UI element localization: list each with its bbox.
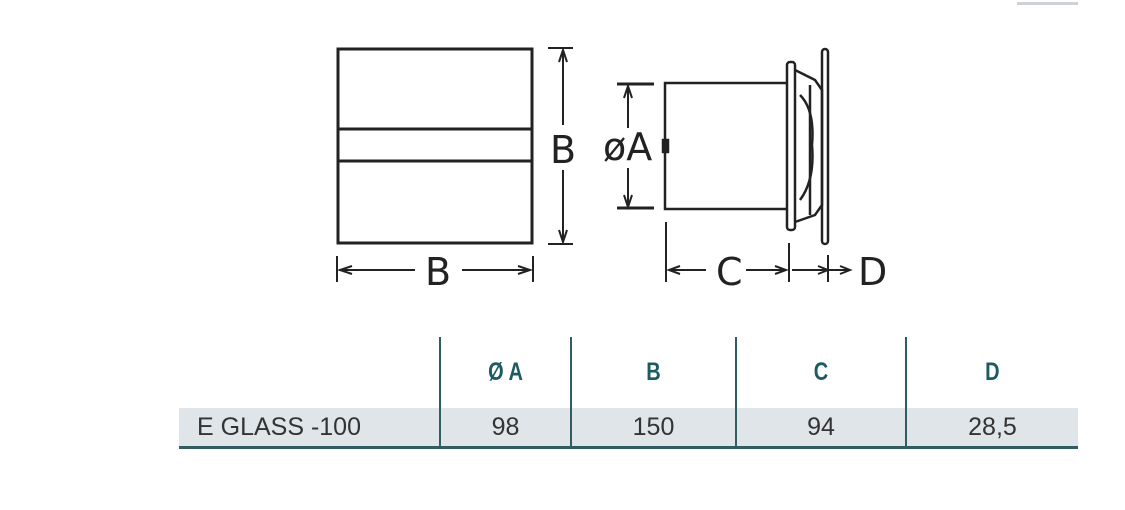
height-label: B (550, 128, 576, 172)
flange-label: D (858, 250, 887, 294)
side-view (617, 47, 853, 282)
value-b: 150 (570, 408, 736, 449)
value-c: 94 (735, 408, 906, 449)
header-c: C (752, 337, 889, 408)
table-header-row: Ø A B C D (179, 337, 1078, 408)
header-diameter-a: Ø A (452, 337, 558, 408)
duct-body (663, 81, 788, 211)
top-divider (1017, 2, 1078, 5)
dimensions-table: Ø A B C D E GLASS -100 98 150 94 28,5 (179, 337, 1078, 449)
diameter-dimension (617, 82, 654, 211)
header-model (205, 337, 414, 408)
front-view (336, 46, 573, 282)
model-cell: E GLASS -100 (179, 408, 440, 449)
height-dimension (548, 46, 573, 246)
dimension-drawing: B B øA C D (336, 46, 887, 294)
width-dimension (336, 256, 534, 282)
front-panel (336, 47, 534, 245)
header-d: D (922, 337, 1061, 408)
back-flange (785, 60, 797, 232)
value-a: 98 (439, 408, 571, 449)
depth-dimension (665, 222, 853, 282)
header-b: B (586, 337, 720, 408)
depth-label: C (716, 250, 743, 294)
diameter-label: øA (603, 125, 652, 169)
value-d: 28,5 (905, 408, 1078, 449)
table-row: E GLASS -100 98 150 94 28,5 (179, 408, 1078, 449)
width-label: B (425, 250, 451, 294)
